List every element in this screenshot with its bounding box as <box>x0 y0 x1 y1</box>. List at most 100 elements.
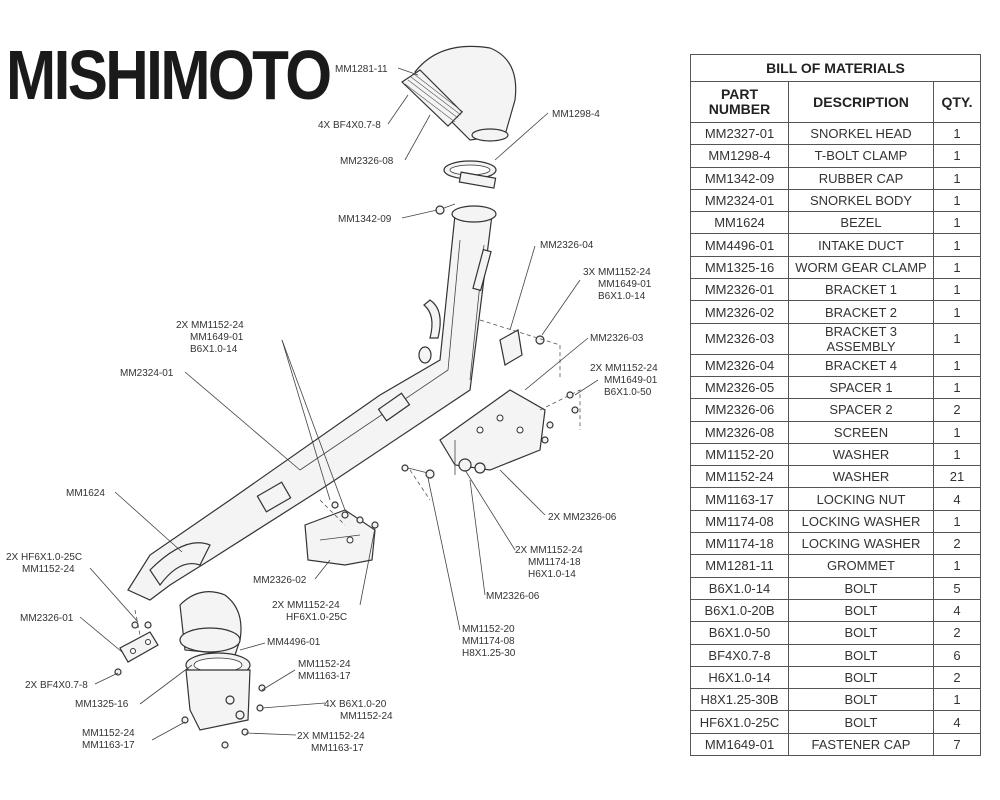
bom-description: SCREEN <box>788 420 934 444</box>
callout-duct-bolts: 4X B6X1.0-20 <box>324 699 387 710</box>
bom-description: LOCKING WASHER <box>788 509 934 534</box>
bom-qty: 2 <box>932 532 982 556</box>
bom-part-number: MM1163-17 <box>690 487 789 511</box>
bom-qty: 1 <box>932 375 982 400</box>
bom-part-number: MM1298-4 <box>690 144 789 168</box>
bom-description: SNORKEL BODY <box>788 188 934 213</box>
bom-description: BOLT <box>788 621 934 645</box>
bom-description: BOLT <box>788 710 934 734</box>
bom-description: LOCKING NUT <box>788 487 934 511</box>
callout-bracket-1: MM2326-01 <box>20 613 74 624</box>
callout-b3-washers: 2X MM1152-24 <box>590 363 658 374</box>
bom-part-number: MM2326-06 <box>690 398 789 422</box>
bezel-part <box>149 542 211 587</box>
bom-qty: 2 <box>932 621 982 645</box>
bom-description: BEZEL <box>788 211 934 235</box>
callout-duct-side-nuts: MM1163-17 <box>311 743 364 754</box>
leader-lines <box>79 67 599 741</box>
callout-duct-washer: MM1152-24 <box>298 659 351 670</box>
callout-b2-washers: 2X MM1152-24 <box>272 600 340 611</box>
bom-qty: 1 <box>932 554 982 578</box>
bom-qty: 1 <box>932 322 982 355</box>
bom-part-number: MM2326-03 <box>690 322 789 355</box>
callout-b3-bolts: B6X1.0-50 <box>604 387 652 398</box>
bom-qty: 4 <box>932 598 982 623</box>
bom-part-number: B6X1.0-50 <box>690 621 789 645</box>
bom-qty: 5 <box>932 576 982 600</box>
callout-worm-gear-clamp: MM1325-16 <box>75 699 129 710</box>
bom-description: BOLT <box>788 688 934 712</box>
bom-description: BOLT <box>788 576 934 600</box>
bracket-1-part <box>119 631 159 663</box>
bom-qty: 4 <box>932 710 982 734</box>
bom-description: BRACKET 1 <box>788 278 934 302</box>
callout-b3-lower-bolt: H6X1.0-14 <box>528 569 576 580</box>
bom-description: SPACER 2 <box>788 398 934 422</box>
callout-b1-bolts: 2X HF6X1.0-25C <box>6 552 82 563</box>
callout-rubber-cap: MM1342-09 <box>338 214 392 225</box>
callout-b3-locking-washer: MM1174-18 <box>528 557 581 568</box>
bracket-2-part <box>304 509 376 566</box>
bom-qty: 2 <box>932 665 982 690</box>
bom-description: BOLT <box>788 643 934 667</box>
bom-description: BRACKET 4 <box>788 353 934 377</box>
bom-part-number: MM2326-01 <box>690 278 789 302</box>
callout-bracket-4: MM2326-04 <box>540 240 594 251</box>
bom-qty: 21 <box>932 465 982 489</box>
bom-qty: 1 <box>932 300 982 324</box>
bom-description: WORM GEAR CLAMP <box>788 255 934 280</box>
bom-description: BOLT <box>788 665 934 690</box>
callout-center-locking-washer: MM1174-08 <box>462 636 515 647</box>
callout-center-bolt: H8X1.25-30 <box>462 648 516 659</box>
bom-part-number: MM4496-01 <box>690 233 789 257</box>
bom-qty: 6 <box>932 643 982 667</box>
bom-qty: 1 <box>932 188 982 213</box>
bom-part-number: MM1342-09 <box>690 166 789 190</box>
bom-description: SPACER 1 <box>788 375 934 400</box>
bom-qty: 1 <box>932 255 982 280</box>
bom-description: RUBBER CAP <box>788 166 934 190</box>
snorkel-head-part <box>401 45 517 142</box>
callout-body-bolts: B6X1.0-14 <box>190 344 238 355</box>
callout-screen: MM2326-08 <box>340 156 394 167</box>
bom-part-number: MM2326-05 <box>690 375 789 400</box>
callout-t-bolt-clamp: MM1298-4 <box>552 109 600 120</box>
callout-b4-washers: 3X MM1152-24 <box>583 267 651 278</box>
bracket-3-part <box>439 389 546 475</box>
bom-description: WASHER <box>788 465 934 489</box>
bom-part-number: MM2326-02 <box>690 300 789 324</box>
callout-duct-lower-washer: MM1152-24 <box>82 728 135 739</box>
bom-qty: 1 <box>932 121 982 146</box>
callout-snorkel-body: MM2324-01 <box>120 368 174 379</box>
bom-qty: 1 <box>932 166 982 190</box>
callout-duct-side-washers: 2X MM1152-24 <box>297 731 365 742</box>
callout-b2-bolts: HF6X1.0-25C <box>286 612 347 623</box>
callout-duct-lower-nut: MM1163-17 <box>82 740 135 751</box>
bom-qty: 1 <box>932 442 982 467</box>
bom-part-number: MM1624 <box>690 211 789 235</box>
bom-part-number: MM2326-04 <box>690 353 789 377</box>
bom-part-number: MM1152-24 <box>690 465 789 489</box>
callout-grommet: MM1281-11 <box>335 64 388 75</box>
